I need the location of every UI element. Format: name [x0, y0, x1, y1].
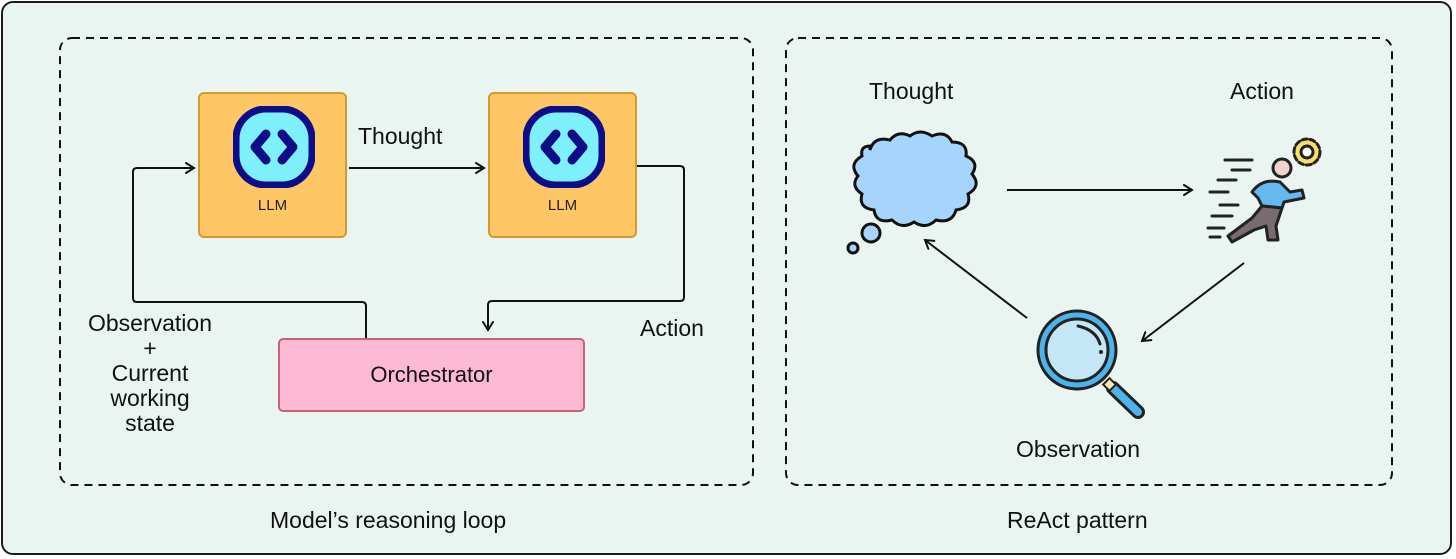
action-edge-label: Action [640, 315, 704, 341]
react-pattern-panel [785, 37, 1393, 486]
observation-to-thought-arrow [923, 238, 1028, 319]
observation-line: Current [111, 360, 189, 386]
observation-line: Observation [87, 310, 212, 336]
react-pattern-caption: ReAct pattern [1007, 507, 1148, 533]
llm-node-1: LLM [198, 92, 347, 238]
observation-edge-label: Observation + Current working state [70, 311, 230, 436]
code-brackets-icon [233, 106, 315, 188]
action-to-observation-arrow [1140, 262, 1245, 343]
orchestrator-node: Orchestrator [278, 338, 585, 412]
running-person-gear-icon [1206, 137, 1322, 244]
observation-line: state [125, 410, 175, 436]
react-action-label: Action [1230, 78, 1294, 104]
code-brackets-icon [523, 106, 605, 188]
react-observation-label: Observation [1016, 436, 1141, 462]
reasoning-loop-caption: Model’s reasoning loop [270, 507, 507, 533]
thought-edge-label: Thought [358, 123, 443, 149]
action-edge [482, 165, 685, 332]
observation-edge [132, 162, 367, 338]
magnifying-glass-icon [1036, 309, 1145, 419]
llm-label: LLM [257, 197, 288, 214]
react-thought-label: Thought [869, 78, 954, 104]
observation-line: working [110, 385, 190, 411]
llm-label: LLM [547, 197, 578, 214]
observation-line: + [143, 335, 157, 361]
reasoning-loop-panel [59, 37, 754, 486]
thought-cloud-icon [846, 130, 978, 255]
llm-node-2: LLM [488, 92, 637, 238]
